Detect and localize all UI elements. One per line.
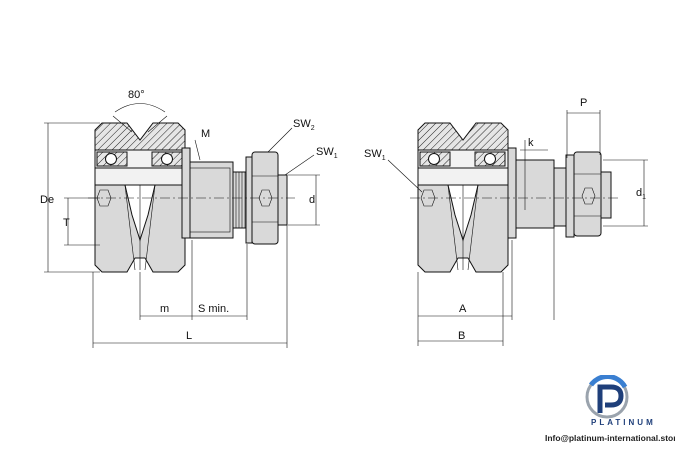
- right-thread: [553, 167, 567, 227]
- left-shaft: [184, 161, 234, 239]
- left-flange: [181, 147, 191, 239]
- brand-email[interactable]: Info@platinum-international.store: [545, 433, 675, 443]
- label-SW1: SW1: [316, 146, 338, 160]
- label-T: T: [63, 217, 70, 229]
- left-ball-1: [105, 153, 117, 165]
- label-angle: 80°: [128, 89, 145, 101]
- right-flange: [507, 147, 517, 239]
- label-P: P: [580, 97, 587, 109]
- left-wheel-body: [94, 184, 186, 273]
- right-outer-ring-section: [417, 122, 509, 151]
- right-stud-end: [600, 171, 612, 219]
- right-ball-2: [484, 153, 496, 165]
- label-k: k: [528, 137, 534, 149]
- label-SW1-right: SW1: [364, 148, 386, 162]
- label-S-min: S min.: [198, 303, 229, 315]
- left-washer: [245, 156, 253, 244]
- left-view: 80° M SW2 SW1 d De T m S min.: [40, 89, 338, 348]
- logo-ring-accent: [588, 375, 628, 389]
- right-view: SW1 P k d1 A B: [364, 97, 648, 346]
- right-nut: [573, 151, 602, 237]
- left-outer-ring-section: [94, 122, 186, 151]
- label-De: De: [40, 194, 54, 206]
- label-A: A: [459, 303, 467, 315]
- label-B: B: [458, 330, 465, 342]
- platinum-logo: [585, 375, 629, 419]
- label-M: M: [201, 128, 210, 140]
- left-ball-2: [161, 153, 173, 165]
- brand-name: PLATINUM: [591, 418, 656, 427]
- label-m: m: [160, 303, 169, 315]
- label-L: L: [186, 330, 192, 342]
- label-d1: d1: [636, 187, 646, 201]
- label-d: d: [309, 194, 315, 206]
- label-SW2: SW2: [293, 118, 315, 132]
- right-shaft: [515, 159, 555, 229]
- logo-p-mark: [597, 384, 624, 413]
- right-wheel-body: [417, 184, 509, 273]
- right-ball-1: [428, 153, 440, 165]
- right-washer: [565, 154, 575, 238]
- left-stud-end: [277, 174, 288, 226]
